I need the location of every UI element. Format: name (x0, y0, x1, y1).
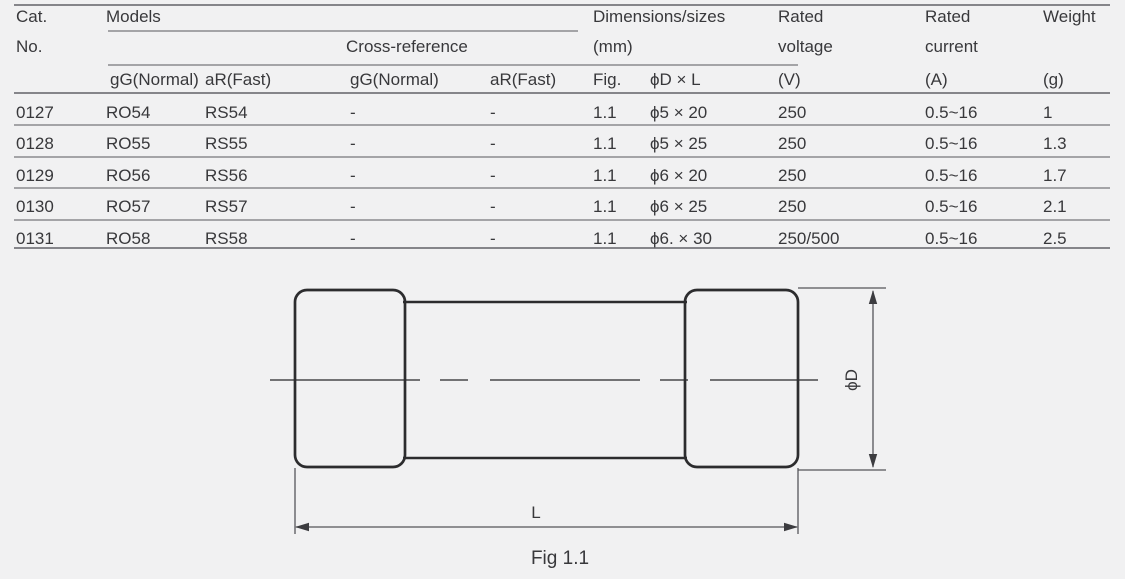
cell-cross-ar: - (490, 134, 496, 153)
cell-fig: 1.1 (593, 166, 617, 185)
header-voltage-word: voltage (778, 37, 833, 56)
cell-cat-no: 0129 (16, 166, 54, 185)
cell-weight: 1.7 (1043, 166, 1067, 185)
fuse-spec-table: Cat. Models Dimensions/sizes Rated Rated… (0, 0, 1125, 260)
table-row: 0130 RO57 RS57 - - 1.1 ϕ6 × 25 250 0.5~1… (0, 197, 1125, 219)
fuse-right-cap (683, 288, 800, 469)
cell-cat-no: 0131 (16, 229, 54, 248)
cell-current: 0.5~16 (925, 166, 978, 185)
cell-cross-gg: - (350, 103, 356, 122)
fuse-left-cap (293, 288, 407, 469)
table-row: 0129 RO56 RS56 - - 1.1 ϕ6 × 20 250 0.5~1… (0, 166, 1125, 188)
header-rated-voltage: Rated (778, 7, 824, 26)
table-rule-top (14, 4, 1110, 6)
header-dimensions-unit: (mm) (593, 37, 633, 56)
cell-model-ar: RS57 (205, 197, 248, 216)
length-label: L (531, 503, 540, 522)
cell-cat-no: 0128 (16, 134, 54, 153)
subheader-voltage-unit: (V) (778, 70, 801, 89)
cell-voltage: 250 (778, 197, 807, 216)
cell-current: 0.5~16 (925, 134, 978, 153)
table-rule-row-sep (14, 187, 1110, 189)
table-rule-bottom (14, 247, 1110, 249)
cell-cross-gg: - (350, 166, 356, 185)
cell-model-gg: RO58 (106, 229, 151, 248)
arrow-down-icon (868, 454, 878, 468)
cell-fig: 1.1 (593, 197, 617, 216)
arrow-up-icon (868, 290, 878, 304)
cell-model-gg: RO57 (106, 197, 151, 216)
cell-cat-no: 0130 (16, 197, 54, 216)
cell-weight: 1.3 (1043, 134, 1067, 153)
subheader-current-unit: (A) (925, 70, 948, 89)
table-rule-header-bottom (14, 92, 1110, 94)
fuse-diagram: ϕD L Fig 1.1 (270, 287, 886, 569)
table-rule-row-sep (14, 124, 1110, 126)
cell-voltage: 250 (778, 103, 807, 122)
cell-cross-ar: - (490, 103, 496, 122)
cell-cross-gg: - (350, 229, 356, 248)
cell-model-ar: RS56 (205, 166, 248, 185)
arrow-right-icon (784, 522, 798, 532)
subheader-model-gg: gG(Normal) (110, 70, 199, 89)
cell-cross-gg: - (350, 134, 356, 153)
cell-dxl: ϕ6. × 30 (650, 229, 712, 248)
subheader-fig: Fig. (593, 70, 622, 89)
cell-weight: 1 (1043, 103, 1053, 122)
arrow-left-icon (295, 522, 309, 532)
header-rated-current: Rated (925, 7, 971, 26)
cell-model-gg: RO54 (106, 103, 151, 122)
header-no: No. (16, 37, 43, 56)
cell-fig: 1.1 (593, 229, 617, 248)
header-current-word: current (925, 37, 978, 56)
cell-current: 0.5~16 (925, 229, 978, 248)
cell-weight: 2.5 (1043, 229, 1067, 248)
cell-cross-ar: - (490, 166, 496, 185)
subheader-weight-unit: (g) (1043, 70, 1064, 89)
subheader-dxl: ϕD × L (650, 70, 701, 89)
cell-fig: 1.1 (593, 134, 617, 153)
diameter-label: ϕD (842, 369, 861, 391)
cell-dxl: ϕ5 × 20 (650, 103, 708, 122)
cell-cross-ar: - (490, 197, 496, 216)
cell-model-ar: RS55 (205, 134, 248, 153)
table-rule-row-sep (14, 219, 1110, 221)
table-row: 0127 RO54 RS54 - - 1.1 ϕ5 × 20 250 0.5~1… (0, 103, 1125, 125)
table-row: 0131 RO58 RS58 - - 1.1 ϕ6. × 30 250/500 … (0, 229, 1125, 251)
header-models: Models (106, 7, 161, 26)
cell-weight: 2.1 (1043, 197, 1067, 216)
header-cat: Cat. (16, 7, 48, 26)
cell-fig: 1.1 (593, 103, 617, 122)
cell-voltage: 250 (778, 134, 807, 153)
cell-voltage: 250 (778, 166, 807, 185)
cell-model-gg: RO55 (106, 134, 151, 153)
subheader-cross-gg: gG(Normal) (350, 70, 439, 89)
cell-cat-no: 0127 (16, 103, 54, 122)
table-rule-models-underline (108, 30, 578, 32)
cell-current: 0.5~16 (925, 103, 978, 122)
cell-dxl: ϕ6 × 25 (650, 197, 708, 216)
cell-dxl: ϕ6 × 20 (650, 166, 708, 185)
cell-model-gg: RO56 (106, 166, 151, 185)
cell-dxl: ϕ5 × 25 (650, 134, 708, 153)
figure-caption: Fig 1.1 (531, 548, 589, 569)
subheader-cross-ar: aR(Fast) (490, 70, 557, 89)
subheader-model-ar: aR(Fast) (205, 70, 272, 89)
header-dimensions: Dimensions/sizes (593, 7, 726, 26)
cell-cross-ar: - (490, 229, 496, 248)
cell-current: 0.5~16 (925, 197, 978, 216)
table-row: 0128 RO55 RS55 - - 1.1 ϕ5 × 25 250 0.5~1… (0, 134, 1125, 156)
cell-model-ar: RS54 (205, 103, 248, 122)
cell-cross-gg: - (350, 197, 356, 216)
cell-model-ar: RS58 (205, 229, 248, 248)
cell-voltage: 250/500 (778, 229, 840, 248)
table-rule-row-sep (14, 156, 1110, 158)
header-cross-reference: Cross-reference (346, 37, 468, 56)
header-weight: Weight (1043, 7, 1096, 26)
table-rule-crossref-underline (108, 64, 798, 66)
